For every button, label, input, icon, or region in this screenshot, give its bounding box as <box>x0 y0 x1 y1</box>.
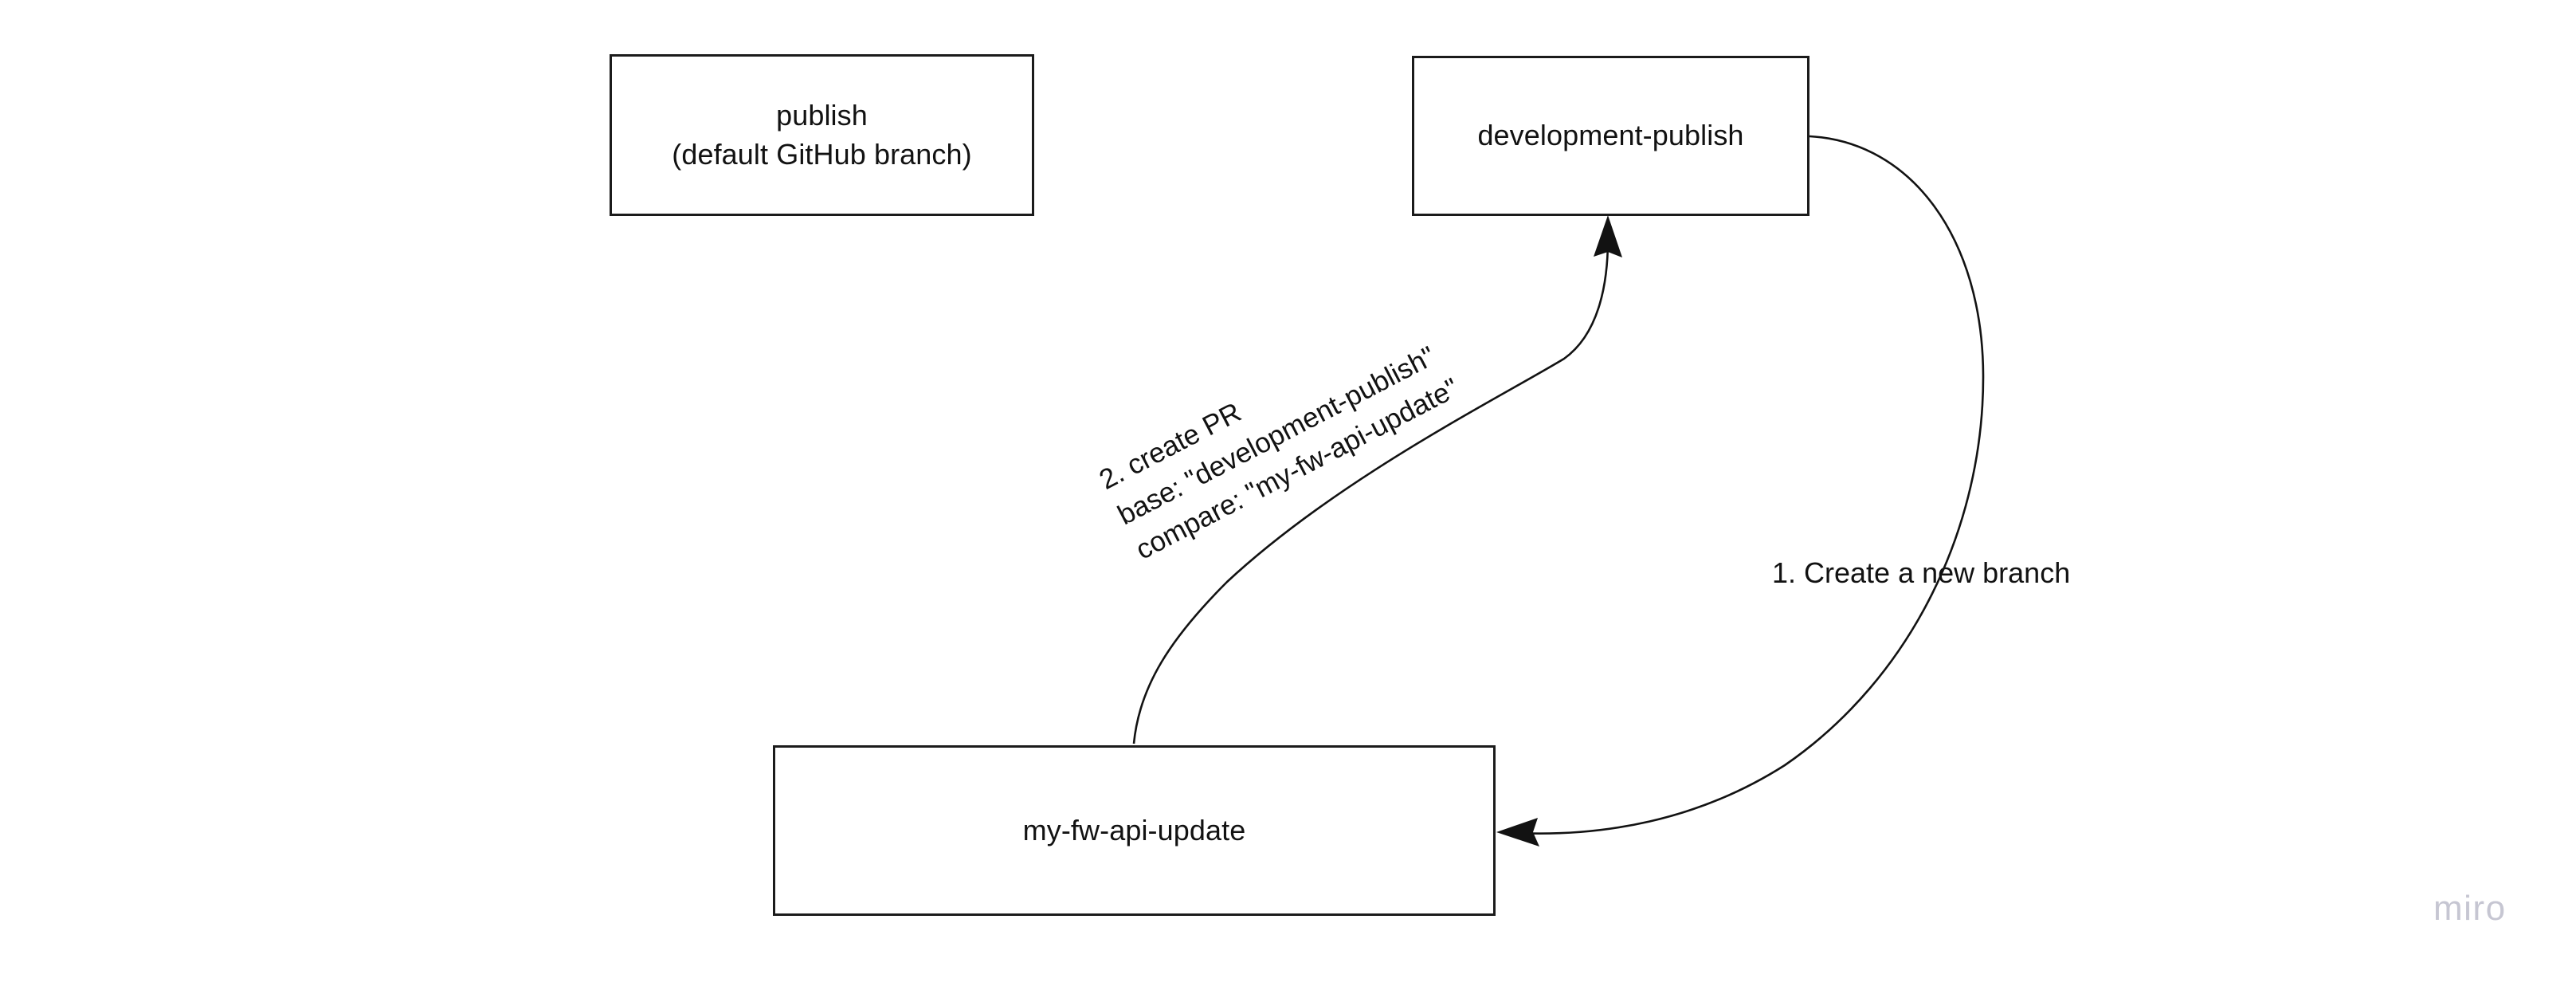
edge-label-create-branch: 1. Create a new branch <box>1772 556 2071 589</box>
edge-label-create-pr: 2. create PR base: "development-publish"… <box>1094 340 1464 567</box>
node-my-fw-api-update-label: my-fw-api-update <box>1022 813 1246 847</box>
node-development-publish-label: development-publish <box>1477 119 1744 152</box>
edge-create-branch <box>1496 135 1985 847</box>
node-publish[interactable]: publish (default GitHub branch) <box>610 54 1034 216</box>
node-development-publish[interactable]: development-publish <box>1412 56 1809 216</box>
edge-create-branch-path <box>1513 135 1985 835</box>
edge-create-branch-arrowhead <box>1496 818 1539 847</box>
miro-watermark: miro <box>2433 889 2507 928</box>
node-publish-label: publish (default GitHub branch) <box>672 99 972 171</box>
node-my-fw-api-update[interactable]: my-fw-api-update <box>773 745 1496 916</box>
edge-create-pr-arrowhead <box>1594 215 1622 257</box>
